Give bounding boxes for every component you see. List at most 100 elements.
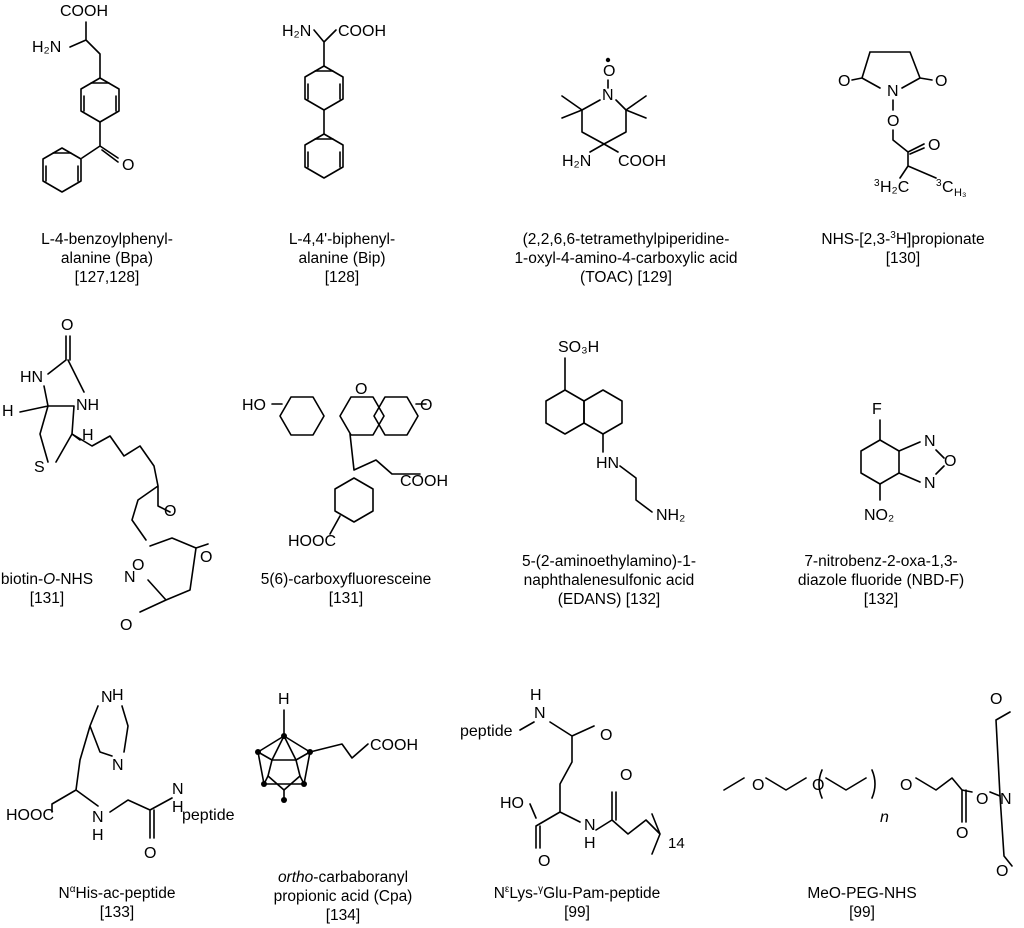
atom-label: N	[584, 817, 596, 834]
structure-toac: O N H₂N COOH	[561, 57, 666, 170]
caption-ref: [131]	[328, 590, 364, 607]
atom-label: F	[872, 401, 882, 418]
caption-toac: (2,2,6,6-tetramethylpiperidine- 1-oxyl-4…	[481, 230, 771, 287]
atom-label: n	[880, 809, 889, 826]
caption-line: 7-nitrobenz-2-oxa-1,3-	[804, 553, 958, 570]
atom-label: N	[924, 475, 936, 492]
atom-label: NH₂	[656, 507, 685, 524]
atom-label: O	[935, 73, 947, 90]
caption-line: NHS-[2,3-3H]propionate	[821, 229, 985, 248]
caption-line: propionic acid (Cpa)	[273, 888, 413, 905]
atom-label: 3	[936, 178, 942, 189]
structure-lys-glu-pam-peptide: H N peptide O HO N H O O 14	[460, 687, 685, 870]
atom-label: HOOC	[288, 533, 336, 550]
atom-label: O	[838, 73, 850, 90]
caption-ref: [132]	[863, 591, 899, 608]
atom-label: peptide	[460, 723, 513, 740]
atom-label: H₃	[954, 187, 966, 199]
atom-label: O	[928, 137, 940, 154]
caption-line: alanine (Bpa)	[60, 250, 154, 267]
caption-ref: [134]	[325, 907, 361, 924]
atom-label: O	[752, 777, 764, 794]
caption-line: naphthalenesulfonic acid	[523, 572, 695, 589]
caption-ref: [130]	[885, 250, 921, 267]
atom-label: N	[1000, 791, 1012, 808]
atom-label: 3	[874, 178, 880, 189]
atom-label: O	[990, 691, 1002, 708]
atom-label: HN	[596, 455, 619, 472]
atom-label: H	[92, 827, 104, 844]
atom-label: O	[420, 397, 432, 414]
structure-bip: H₂N COOH	[282, 23, 386, 179]
atom-label: HO	[500, 795, 524, 812]
caption-ref: [99]	[849, 904, 875, 921]
atom-label: HO	[242, 397, 266, 414]
caption-line: alanine (Bip)	[298, 250, 386, 267]
atom-label: O	[944, 453, 956, 470]
atom-label: H₂N	[282, 23, 311, 40]
caption-carboxyfluorescein: 5(6)-carboxyfluoresceine [131]	[221, 570, 471, 608]
structure-bpa: COOH H₂N O	[32, 3, 134, 193]
caption-line: biotin-O-NHS	[0, 571, 94, 588]
caption-ref: [133]	[99, 904, 135, 921]
caption-line: (2,2,6,6-tetramethylpiperidine-	[522, 231, 730, 248]
structure-carboxyfluorescein: HO O O COOH HOOC	[242, 381, 448, 550]
caption-line: NαHis-ac-peptide	[58, 883, 176, 902]
atom-label: H	[530, 687, 542, 704]
atom-label: O	[61, 317, 73, 334]
caption-ref: [131]	[29, 590, 65, 607]
atom-label: N	[534, 705, 546, 722]
atom-label: NH	[76, 397, 99, 414]
atom-label: N	[112, 757, 124, 774]
caption-his-ac-peptide: NαHis-ac-peptide [133]	[0, 884, 242, 922]
caption-bpa: L-4-benzoylphenyl- alanine (Bpa) [127,12…	[0, 230, 232, 287]
structure-biotin-o-nhs: O HN NH H H S O O N O O	[2, 317, 212, 634]
atom-label: O	[355, 381, 367, 398]
atom-label: O	[122, 157, 134, 174]
structure-meo-peg-nhs: O O n O O O N O O	[723, 691, 1013, 880]
atom-label: peptide	[182, 807, 235, 824]
atom-label: O	[996, 863, 1008, 880]
caption-line: diazole fluoride (NBD-F)	[797, 572, 965, 589]
caption-nbd-f: 7-nitrobenz-2-oxa-1,3- diazole fluoride …	[756, 552, 1006, 609]
atom-label: COOH	[338, 23, 386, 40]
atom-label: O	[620, 767, 632, 784]
structure-edans: SO₃H HN NH₂	[545, 339, 685, 524]
atom-label: H₂N	[562, 153, 591, 170]
atom-label: 14	[668, 835, 685, 852]
atom-label: O	[887, 113, 899, 130]
atom-label: N	[124, 569, 136, 586]
structure-cpa: H COOH	[255, 691, 418, 803]
atom-label: N	[172, 781, 184, 798]
atom-label: COOH	[618, 153, 666, 170]
caption-line: (EDANS) [132]	[557, 591, 661, 608]
caption-ref: [127,128]	[74, 269, 140, 286]
atom-label: H	[584, 835, 596, 852]
caption-line: L-4-benzoylphenyl-	[41, 231, 173, 248]
atom-label: NO₂	[864, 507, 894, 524]
atom-label: O	[976, 791, 988, 808]
atom-label: H	[2, 403, 14, 420]
atom-label: O	[600, 727, 612, 744]
structure-nbd-f: F N O N NO₂	[860, 401, 956, 524]
caption-line: MeO-PEG-NHS	[807, 885, 917, 902]
atom-label: S	[34, 459, 45, 476]
caption-line: NεLys-γGlu-Pam-peptide	[493, 883, 661, 902]
structure-nhs-propionate: O O N O O 3 H₂C 3 C H₃	[838, 51, 966, 199]
caption-cpa: ortho-carbaboranyl propionic acid (Cpa) …	[218, 868, 468, 925]
atom-label: O	[603, 63, 615, 80]
atom-label: O	[200, 549, 212, 566]
caption-line: ortho-carbaboranyl	[277, 869, 409, 886]
atom-label: N	[602, 87, 614, 104]
caption-line: L-4,4'-biphenyl-	[288, 231, 396, 248]
atom-label: N	[924, 433, 936, 450]
atom-label: H	[82, 427, 94, 444]
atom-label: C	[942, 179, 954, 196]
caption-line: 5(6)-carboxyfluoresceine	[260, 571, 432, 588]
atom-label: O	[812, 777, 824, 794]
atom-label: HN	[20, 369, 43, 386]
caption-ref: [128]	[324, 269, 360, 286]
caption-line: 1-oxyl-4-amino-4-carboxylic acid	[514, 250, 738, 267]
